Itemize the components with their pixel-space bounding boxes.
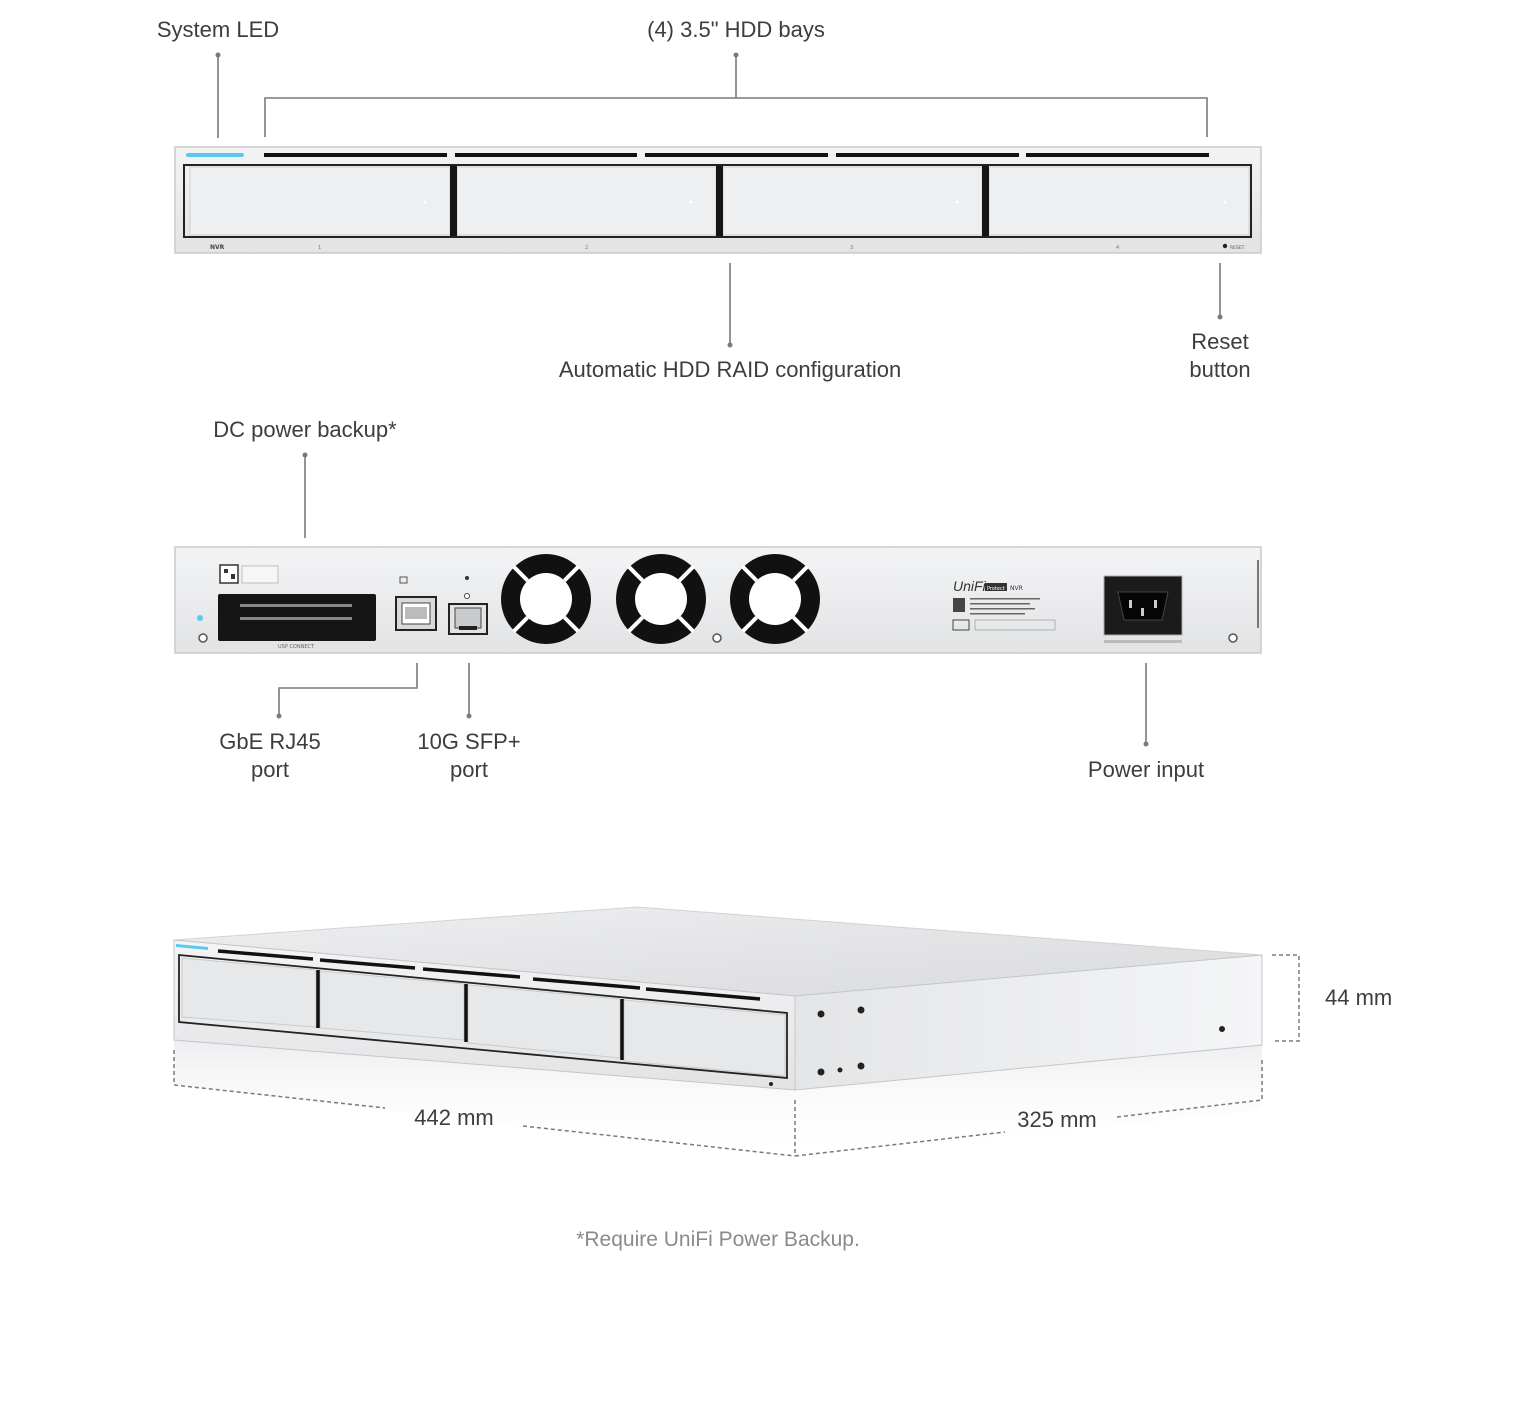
drive-bay-1 bbox=[181, 957, 317, 1028]
rj45-port-label: GbE RJ45 port bbox=[219, 728, 321, 784]
vent-slot bbox=[836, 153, 1019, 157]
drive-bay-4 bbox=[988, 166, 1250, 236]
rear-view: USP CONNECT bbox=[174, 546, 1262, 654]
qr-code bbox=[219, 564, 239, 584]
raid-label: Automatic HDD RAID configuration bbox=[558, 357, 902, 382]
bay-number: 4 bbox=[1116, 245, 1119, 251]
fan bbox=[730, 554, 820, 644]
sfp-label-line2: port bbox=[450, 757, 488, 782]
sfp-port-label: 10G SFP+ port bbox=[417, 728, 520, 784]
vent-slot bbox=[455, 153, 637, 157]
fan bbox=[616, 554, 706, 644]
system-led-label: System LED bbox=[156, 17, 280, 42]
power-input-label: Power input bbox=[1087, 757, 1205, 782]
footnote: *Require UniFi Power Backup. bbox=[576, 1228, 860, 1251]
width-dimension: 442 mm bbox=[414, 1105, 494, 1130]
bay-number: 3 bbox=[850, 245, 853, 251]
dimension-lines bbox=[173, 954, 1300, 1157]
vent-slot bbox=[1026, 153, 1209, 157]
front-view: NVR 1 2 3 4 RESET bbox=[174, 146, 1262, 254]
bay-number: 1 bbox=[318, 245, 321, 251]
height-dimension: 44 mm bbox=[1325, 985, 1393, 1010]
system-led-strip bbox=[186, 153, 244, 157]
chassis-side bbox=[794, 954, 1263, 1091]
dc-power-backup-label: DC power backup* bbox=[213, 417, 397, 442]
brand-badge: Protect bbox=[987, 586, 1005, 592]
reset-button-hole bbox=[1222, 243, 1228, 249]
usp-connect-label: USP CONNECT bbox=[278, 644, 315, 650]
nvr-mark: NVR bbox=[210, 244, 225, 251]
drive-bay-3 bbox=[467, 984, 621, 1059]
reset-label-line2: button bbox=[1189, 357, 1251, 382]
isometric-view bbox=[173, 906, 1263, 1160]
screw bbox=[198, 633, 208, 643]
screw bbox=[712, 633, 722, 643]
drive-bay-2 bbox=[456, 166, 717, 236]
rear-leader-lines bbox=[278, 455, 1147, 744]
rj45-label-line2: port bbox=[251, 757, 289, 782]
brand-suffix: NVR bbox=[1010, 585, 1023, 592]
reset-mark: RESET bbox=[1230, 245, 1245, 251]
reset-label-line1: Reset bbox=[1191, 329, 1249, 354]
fan bbox=[501, 554, 591, 644]
vent-slot bbox=[264, 153, 447, 157]
screw bbox=[1228, 633, 1238, 643]
bay-frame bbox=[183, 164, 1252, 238]
bay-number: 2 bbox=[585, 245, 588, 251]
brand-mark: UniFi bbox=[953, 578, 987, 594]
cooling-fans bbox=[501, 554, 820, 644]
sfp-label-line1: 10G SFP+ bbox=[417, 729, 521, 754]
drive-bays bbox=[189, 166, 1250, 236]
hdd-bays-label: (4) 3.5" HDD bays bbox=[647, 17, 825, 42]
rj45-label-line1: GbE RJ45 bbox=[219, 729, 321, 754]
depth-dimension: 325 mm bbox=[1017, 1107, 1097, 1132]
drive-bay-2 bbox=[319, 970, 465, 1041]
vent-slot bbox=[645, 153, 828, 157]
drive-bay-3 bbox=[722, 166, 983, 236]
drive-bay-4 bbox=[623, 999, 786, 1077]
system-led-strip bbox=[176, 944, 208, 950]
drive-bay-1 bbox=[189, 166, 451, 236]
front-leader-lines bbox=[217, 55, 1221, 345]
reset-button-label: Reset button bbox=[1189, 328, 1250, 384]
